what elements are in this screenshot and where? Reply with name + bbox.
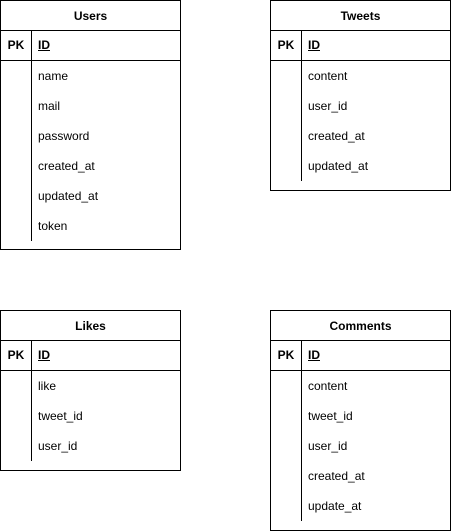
entity-title: Users xyxy=(1,1,180,31)
pk-label: PK xyxy=(277,348,295,362)
field-row: mail xyxy=(38,99,61,113)
field-row: tweet_id xyxy=(308,409,353,423)
field-row: user_id xyxy=(308,439,348,453)
field-row: tweet_id xyxy=(38,409,83,423)
field-list: like tweet_id user_id xyxy=(1,371,180,461)
primary-key-row: PK ID xyxy=(271,31,450,61)
column-divider xyxy=(31,371,32,461)
field-row: updated_at xyxy=(308,159,369,173)
field-row: created_at xyxy=(38,159,95,173)
field-row: content xyxy=(308,379,348,393)
primary-key-row: PK ID xyxy=(1,341,180,371)
pk-field-name: ID xyxy=(38,348,50,362)
column-divider xyxy=(301,341,302,370)
field-row: updated_at xyxy=(38,189,99,203)
pk-label: PK xyxy=(7,38,25,52)
entity-title: Likes xyxy=(1,311,180,341)
field-row: created_at xyxy=(308,129,365,143)
pk-field-name: ID xyxy=(308,38,320,52)
pk-label: PK xyxy=(277,38,295,52)
field-row: name xyxy=(38,69,69,83)
pk-label: PK xyxy=(7,348,25,362)
field-list: content user_id created_at updated_at xyxy=(271,61,450,181)
pk-field-name: ID xyxy=(38,38,50,52)
field-row: update_at xyxy=(308,499,362,513)
field-list: content tweet_id user_id created_at update_a… xyxy=(271,371,450,521)
field-row: token xyxy=(38,219,68,233)
field-row: user_id xyxy=(308,99,348,113)
entity-title: Comments xyxy=(271,311,450,341)
primary-key-row: PK ID xyxy=(1,31,180,61)
column-divider xyxy=(301,371,302,521)
field-row: content xyxy=(308,69,348,83)
entity-title: Tweets xyxy=(271,1,450,31)
column-divider xyxy=(31,61,32,241)
field-row: created_at xyxy=(308,469,365,483)
column-divider xyxy=(301,61,302,181)
field-row: password xyxy=(38,129,90,143)
field-row: user_id xyxy=(38,439,78,453)
column-divider xyxy=(31,341,32,370)
primary-key-row: PK ID xyxy=(271,341,450,371)
column-divider xyxy=(301,31,302,60)
field-row: like xyxy=(38,379,57,393)
pk-field-name: ID xyxy=(308,348,320,362)
column-divider xyxy=(31,31,32,60)
